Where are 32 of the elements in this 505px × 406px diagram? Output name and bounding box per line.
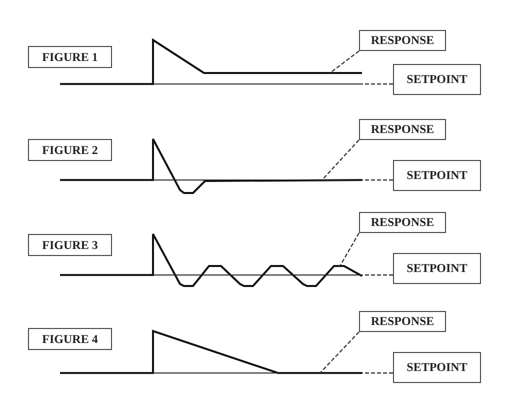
setpoint-label-box [393, 352, 481, 383]
box-label: SETPOINT [406, 360, 468, 375]
setpoint-label-box [393, 64, 481, 95]
figure-label-box [28, 328, 112, 350]
box-label: RESPONSE [370, 314, 434, 329]
response-label-box [359, 212, 446, 233]
box-label: FIGURE 3 [42, 238, 98, 252]
leader-line [362, 274, 393, 276]
figure-label-box [28, 46, 112, 68]
box-label: SETPOINT [406, 261, 468, 276]
leader-line [339, 232, 360, 266]
box-label: FIGURE 1 [42, 50, 98, 64]
response-label-box [359, 119, 446, 140]
leader-line [362, 83, 393, 85]
leader-line [330, 50, 360, 74]
figure-label-box [28, 139, 112, 161]
response-label-box [359, 311, 446, 332]
leader-line [322, 140, 360, 180]
setpoint-label-box [393, 253, 481, 284]
figure-label-box [28, 234, 112, 256]
setpoint-label-box [393, 160, 481, 191]
leader-line [362, 372, 393, 374]
leader-line [320, 332, 360, 374]
box-label: FIGURE 4 [42, 332, 98, 346]
leader-line [362, 179, 393, 181]
response-label-box [359, 30, 446, 51]
box-label: RESPONSE [370, 215, 434, 230]
box-label: SETPOINT [406, 168, 468, 183]
box-label: SETPOINT [406, 72, 468, 87]
box-label: RESPONSE [370, 33, 434, 48]
box-label: FIGURE 2 [42, 142, 98, 158]
box-label: RESPONSE [370, 122, 434, 137]
